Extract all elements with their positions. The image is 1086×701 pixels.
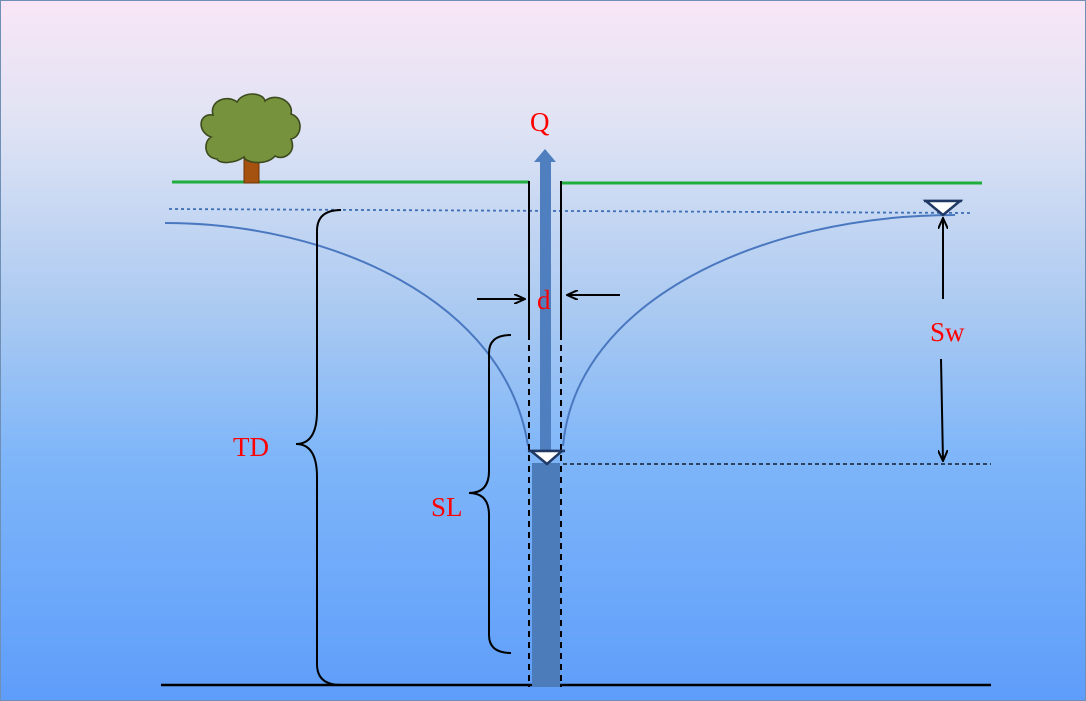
- cone-of-depression-right: [562, 214, 956, 447]
- drawdown-arrow-down: [941, 358, 943, 461]
- total-depth-brace: [295, 209, 342, 686]
- flow-arrow-head: [534, 149, 556, 162]
- tree-icon: [200, 93, 301, 184]
- pumping-level-triangle-icon: [527, 449, 566, 466]
- total-depth-label-td: TD: [233, 432, 269, 462]
- water-level-triangle-icon: [922, 199, 964, 217]
- drawdown-label-sw: Sw: [930, 317, 965, 347]
- diameter-label-d: d: [537, 285, 551, 315]
- static-water-table: [168, 208, 972, 214]
- screen-length-label-sl: SL: [431, 492, 463, 522]
- flow-label-q: Q: [530, 107, 550, 137]
- well-pipe-upper: [540, 161, 551, 451]
- screen-length-brace: [468, 334, 512, 654]
- cone-of-depression-left: [164, 222, 529, 447]
- well-pipe-lower: [532, 463, 560, 687]
